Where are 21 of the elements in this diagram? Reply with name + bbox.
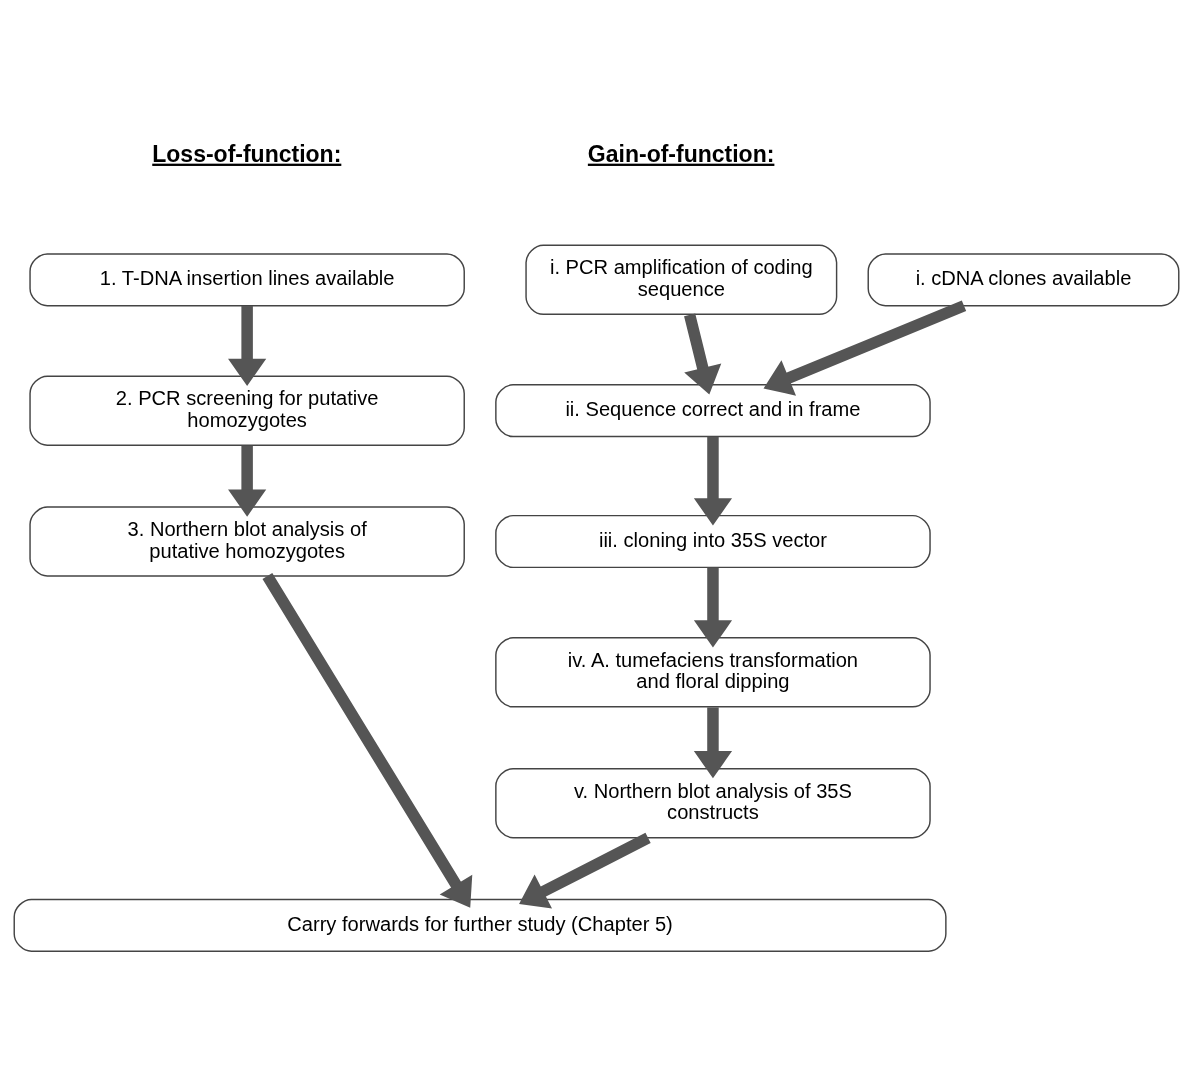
node-box: 2. PCR screening for putative homozygotes: [29, 375, 465, 446]
node-box: iv. A. tumefaciens transformation and floral dipping: [495, 637, 931, 708]
node-box: i. cDNA clones available: [867, 253, 1180, 307]
node-box: i. PCR amplification of coding sequence: [525, 244, 838, 316]
node-box: Carry forwards for further study (Chapter 5): [13, 898, 947, 952]
label: Gain-of-function:: [587, 140, 775, 167]
arrow: [228, 445, 267, 517]
label: Loss-of-function:: [152, 140, 342, 167]
arrow: [693, 567, 733, 648]
node-box: ii. Sequence correct and in frame: [495, 384, 931, 438]
node-box: 3. Northern blot analysis of putative homozygotes: [29, 506, 465, 577]
arrow: [519, 832, 651, 909]
node-box: iii. cloning into 35S vector: [495, 514, 931, 569]
arrow: [262, 573, 473, 908]
arrow: [763, 300, 967, 396]
arrow: [693, 707, 733, 779]
arrow: [228, 305, 267, 386]
node-box: 1. T-DNA insertion lines available: [29, 253, 465, 307]
arrow: [684, 313, 722, 395]
arrow: [693, 436, 733, 526]
node-box: v. Northern blot analysis of 35S constructs: [495, 767, 931, 839]
